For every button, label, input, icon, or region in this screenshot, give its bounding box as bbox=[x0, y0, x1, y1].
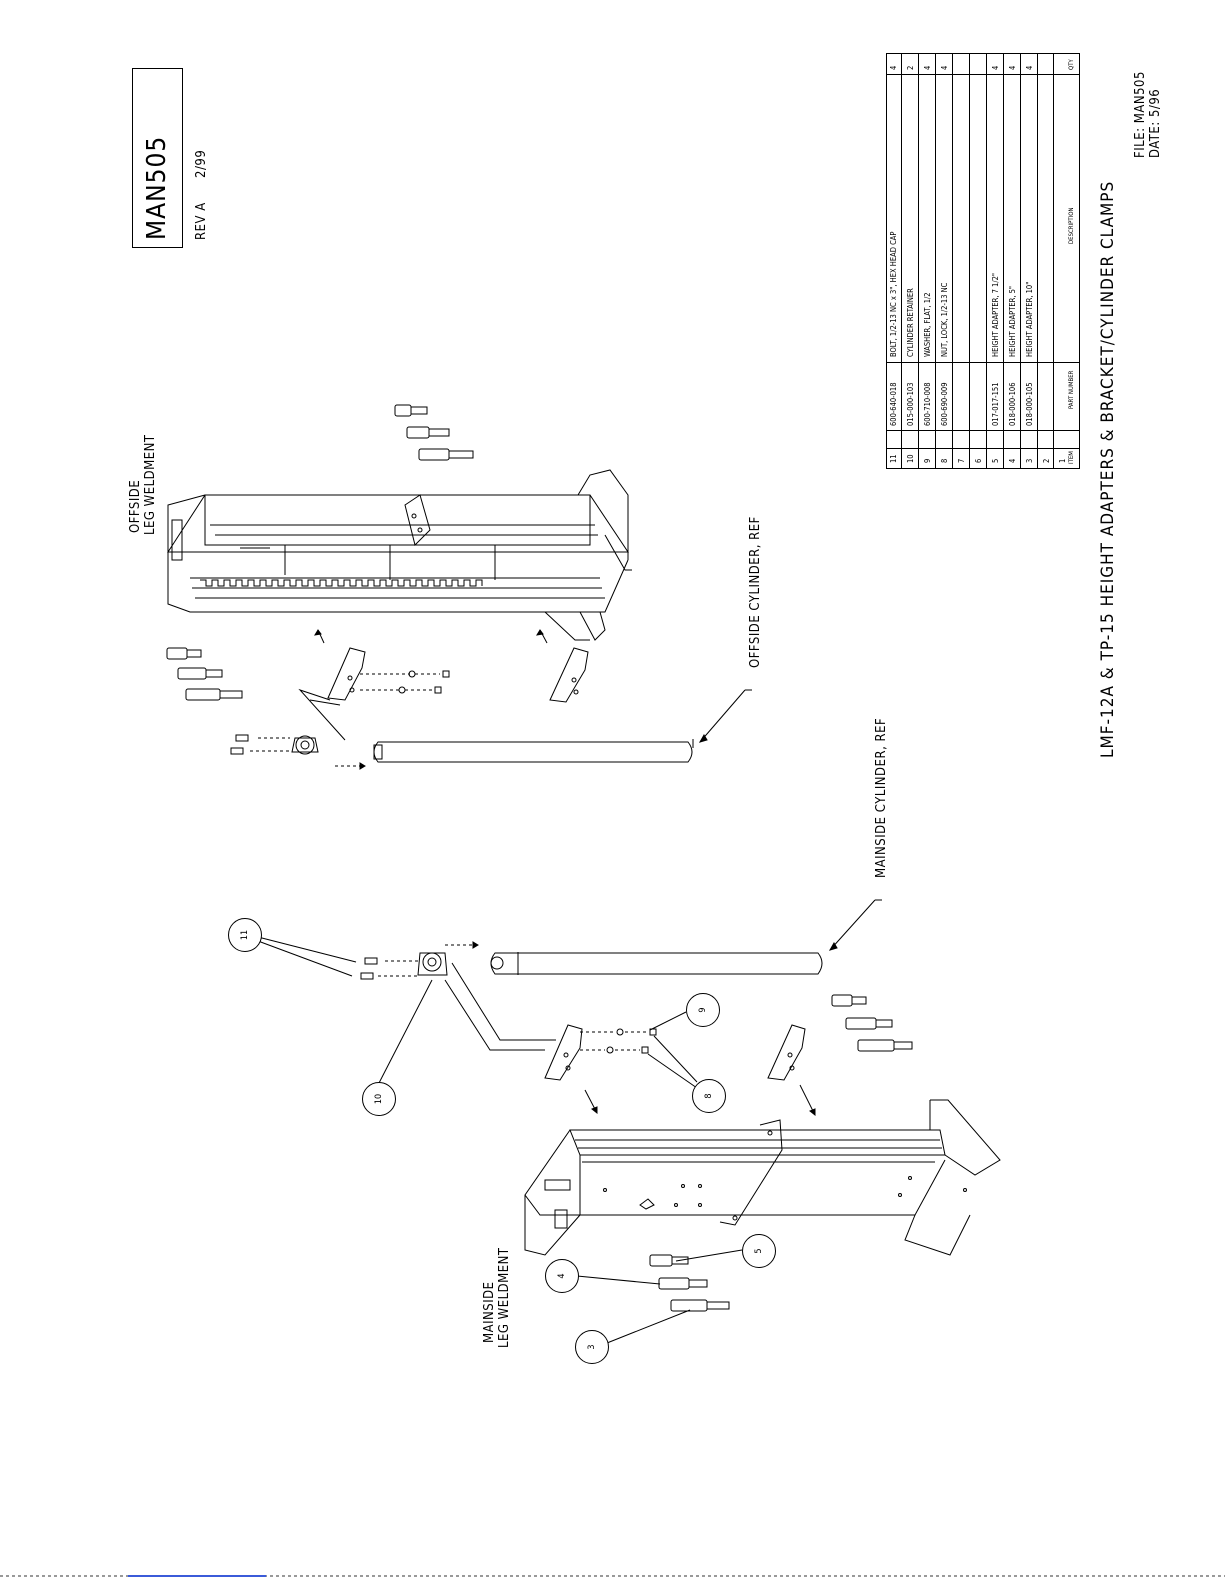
mainside-washers-nuts bbox=[580, 1028, 657, 1054]
balloon-item-5: 5 bbox=[742, 1234, 776, 1268]
offside-height-adapters-left bbox=[166, 647, 243, 701]
bom-header-part-number: PART NUMBER bbox=[1068, 370, 1075, 409]
bom-header-description: DESCRIPTION bbox=[1068, 207, 1075, 244]
balloon-item-8: 8 bbox=[692, 1079, 726, 1113]
mainside-height-adapters-right bbox=[831, 994, 913, 1052]
balloon-item-4: 4 bbox=[545, 1259, 579, 1293]
page-footer-ruler bbox=[0, 1575, 1225, 1577]
mainside-leg-weldment bbox=[524, 1099, 1001, 1256]
offside-brackets bbox=[314, 629, 589, 703]
drawing-number-box bbox=[132, 68, 183, 248]
offside-height-adapters-upper bbox=[394, 404, 474, 461]
bill-of-materials: 11 600-640-018 BOLT, 1/2-13 NC x 3", HEX… bbox=[886, 53, 1080, 469]
mainside-cylinder-retainer bbox=[360, 952, 556, 1051]
mainside-cylinder bbox=[445, 899, 882, 975]
balloon-item-9: 9 bbox=[686, 993, 720, 1027]
balloon-item-11: 11 bbox=[228, 918, 262, 952]
offside-cylinder-retainer bbox=[230, 734, 366, 770]
balloon-leaders bbox=[257, 936, 743, 1344]
page-footer-link[interactable] bbox=[128, 1575, 266, 1577]
offside-washers-nuts bbox=[360, 673, 440, 691]
mainside-height-adapters-left bbox=[649, 1254, 730, 1312]
bom-header-item: ITEM bbox=[1068, 451, 1075, 464]
offside-cylinder bbox=[373, 689, 752, 763]
mainside-brackets bbox=[544, 1024, 816, 1117]
balloon-item-3: 3 bbox=[575, 1330, 609, 1364]
balloon-item-10: 10 bbox=[362, 1082, 396, 1116]
offside-leg-weldment bbox=[167, 469, 632, 641]
bom-header-qty: QTY bbox=[1068, 59, 1075, 70]
